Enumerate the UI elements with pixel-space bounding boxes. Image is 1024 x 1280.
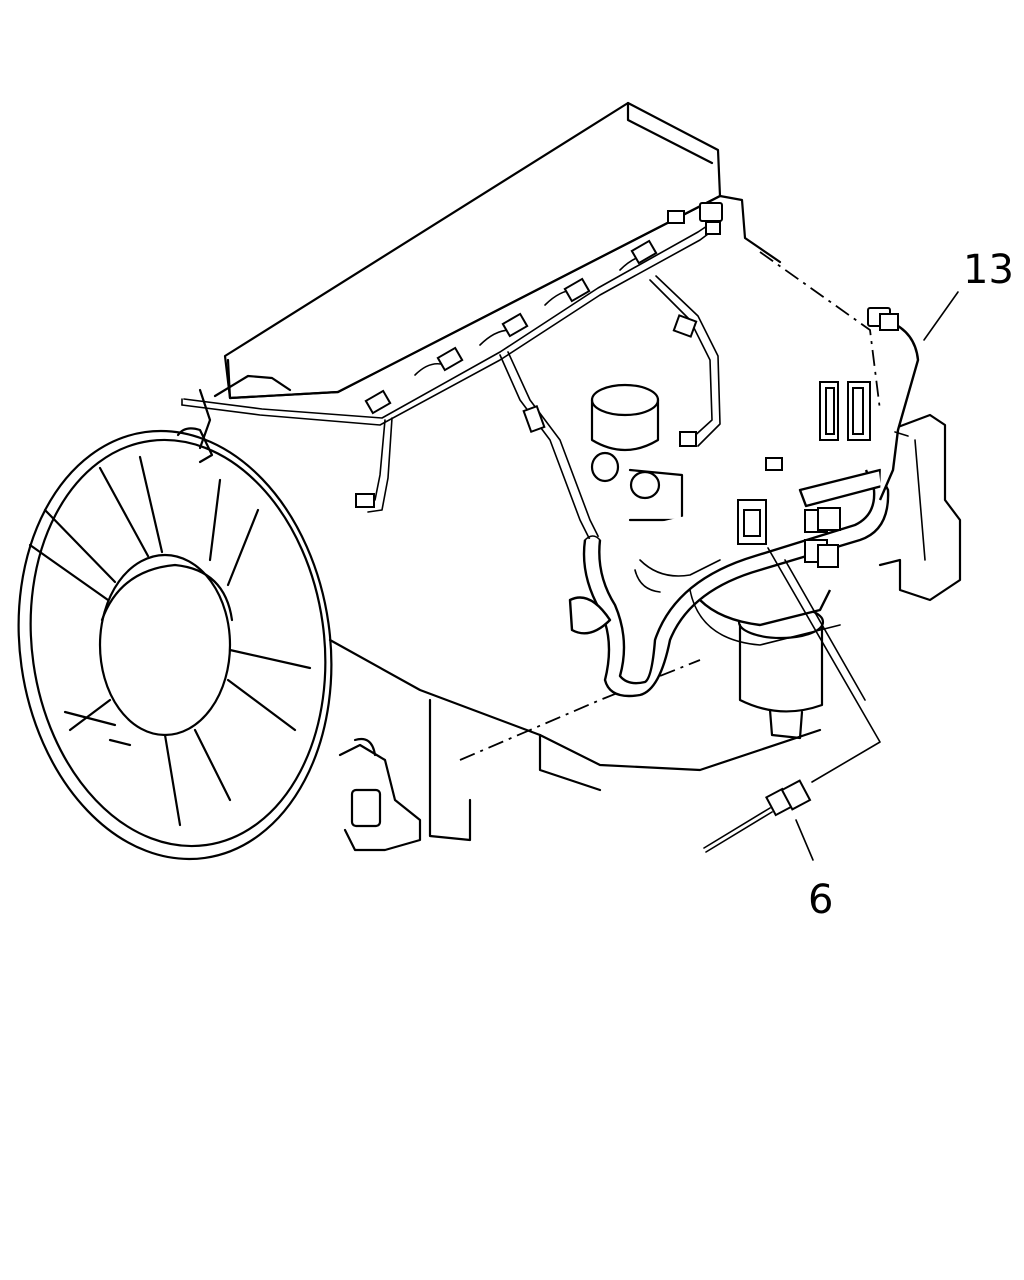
harness-connectors (355, 202, 783, 555)
lower-connectors (737, 381, 871, 568)
injector-harness (181, 219, 721, 541)
engine-block (176, 101, 962, 852)
part-13-harness-branch (867, 307, 920, 501)
callout-part-6: 6 (808, 877, 833, 923)
leader-lines (767, 291, 959, 861)
cooling-fan (17, 429, 333, 861)
callout-part-13: 13 (963, 247, 1014, 293)
main-harness-hose (568, 468, 890, 698)
part-6-sensor (703, 779, 812, 853)
